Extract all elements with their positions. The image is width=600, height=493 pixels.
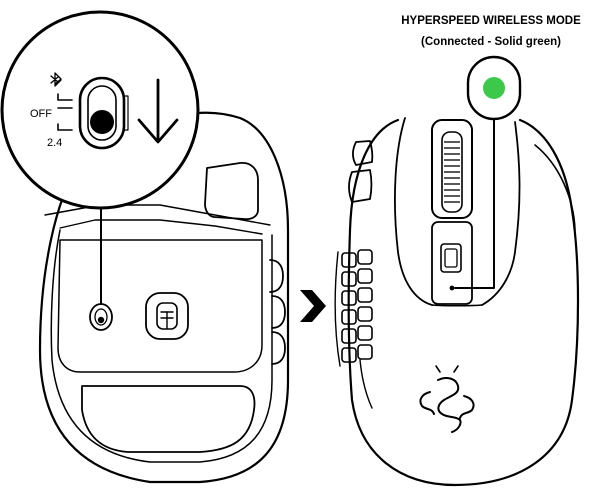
switch-detent-marks [57,93,73,131]
status-led [449,285,455,291]
mouse-bottom-inner-contour [50,229,273,463]
mouse-top-view [334,117,580,487]
mouse-right-wing [534,144,576,231]
mouse-bottom-glide-pad [81,385,256,453]
mouse-top-side-buttons [348,140,374,203]
mode-title: HYPERSPEED WIRELESS MODE [401,15,581,27]
indicator-leader-line [454,111,495,289]
bluetooth-icon [50,72,62,87]
mode-indicator-callout [454,55,522,289]
mouse-sensor [145,292,189,340]
status-dot-green [483,77,505,99]
arrow-down-icon [137,78,179,144]
switch-label-24: 2.4 [47,137,62,149]
chevron-right-icon [300,290,326,322]
mouse-bottom-mid-panel [57,239,263,373]
switch-knob [90,110,114,134]
razer-logo-icon [419,365,475,433]
mouse-left-button-seam [394,117,433,306]
mouse-bottom-side-buttons [269,259,286,365]
switch-label-off: OFF [30,108,52,120]
mouse-top-side-contour [359,359,373,409]
thumb-button-grid [334,249,373,367]
mode-subtitle: (Connected - Solid green) [421,36,561,48]
mouse-bottom-outline [38,111,290,484]
mouse-top-outline [347,118,580,487]
center-button-column [431,221,473,305]
mouse-bottom-ridge [44,204,271,226]
switch-callout: OFF 2.4 [0,10,200,305]
mouse-bottom-top-pad [204,162,259,221]
slide-switch [78,76,129,150]
mouse-button-bottom-seam [431,304,483,307]
scroll-wheel [431,119,473,219]
mouse-right-button-seam [481,121,521,306]
mouse-bottom-switch [89,303,113,331]
mouse-bottom-ridge-inner [59,219,263,235]
mouse-bottom-view [38,111,290,484]
